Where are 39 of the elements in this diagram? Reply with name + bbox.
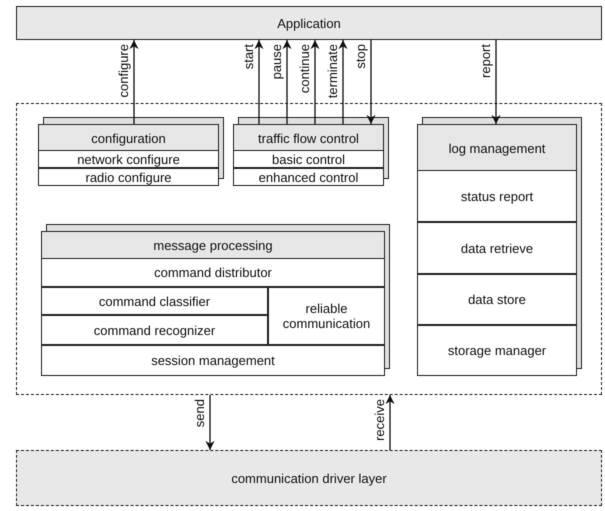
module-header: log management	[418, 125, 576, 171]
layer-box: communication driver layer	[16, 450, 602, 506]
edge-label: report	[479, 44, 492, 78]
arrow	[254, 40, 264, 124]
edge-label: start	[242, 44, 255, 70]
arrow	[129, 40, 139, 124]
edge-label: continue	[298, 44, 311, 94]
arrow	[491, 40, 501, 124]
module-panel	[38, 124, 219, 186]
edge-label: pause	[270, 44, 283, 80]
function-row: radio configure	[38, 168, 219, 186]
module-header: traffic flow control	[234, 125, 383, 151]
arrow	[205, 395, 215, 450]
module-header: message processing	[42, 232, 384, 259]
function-row: status report	[417, 170, 577, 222]
edge-label: stop	[354, 44, 367, 69]
arrow	[310, 40, 320, 124]
arrow	[366, 40, 376, 124]
arrow	[338, 40, 348, 124]
function-row: basic control	[233, 150, 384, 168]
function-row: data store	[417, 274, 577, 325]
module-header: configuration	[39, 125, 218, 151]
function-row: command recognizer	[41, 315, 268, 345]
arrow	[385, 395, 395, 450]
layer-box: Application	[16, 6, 602, 40]
arrow	[282, 40, 292, 124]
dashed-container	[16, 103, 602, 395]
edge-label: configure	[117, 44, 130, 98]
function-row: network configure	[38, 150, 219, 168]
function-row: command classifier	[41, 287, 268, 315]
function-row: data retrieve	[417, 222, 577, 274]
module-panel	[417, 124, 577, 376]
function-row: reliable communication	[268, 287, 385, 345]
function-row: command distributor	[41, 258, 385, 287]
edge-label: receive	[373, 399, 386, 441]
edge-label: send	[193, 399, 206, 428]
module-panel	[233, 124, 384, 186]
module-panel	[41, 231, 385, 376]
edge-label: terminate	[326, 44, 339, 98]
